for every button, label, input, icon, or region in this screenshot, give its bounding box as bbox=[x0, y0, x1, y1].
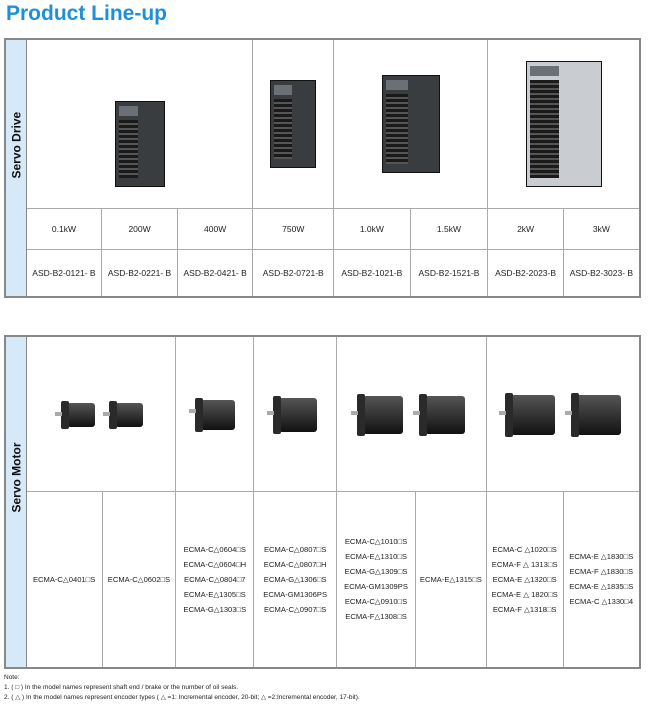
motor-model-cell: ECMA-C△0602□S bbox=[101, 490, 177, 669]
notes-heading: Note: bbox=[4, 674, 20, 681]
model-cell: ASD-B2-0221- B bbox=[101, 248, 178, 298]
motor-model: ECMA-F △1830□S bbox=[569, 567, 634, 577]
servo-motor-table: Servo Motor ECMA-C△0401□S ECMA-C△0602□S … bbox=[4, 335, 641, 669]
motor-model: ECMA-GM1309PS bbox=[344, 582, 408, 592]
motor-model: ECMA-E△1315□S bbox=[419, 574, 482, 584]
motor-model: ECMA-C△0401□S bbox=[32, 574, 96, 584]
servo-motor-image bbox=[55, 399, 96, 429]
servo-motor-image bbox=[564, 391, 623, 437]
servo-motor-image bbox=[351, 392, 405, 436]
motor-model: ECMA-C△0602□S bbox=[107, 574, 171, 584]
motor-model-cell: ECMA-C △1020□S ECMA-F △ 1313□S ECMA-E △132… bbox=[485, 490, 564, 669]
model-row: ASD-B2-0121- B ASD-B2-0221- B ASD-B2-042… bbox=[5, 248, 641, 298]
motor-model: ECMA-GM1306PS bbox=[263, 589, 328, 599]
motor-model: ECMA-F △ 1313□S bbox=[491, 559, 558, 569]
power-cell: 2kW bbox=[487, 207, 564, 250]
servo-drive-image bbox=[114, 100, 165, 187]
model-cell: ASD-B2-0421- B bbox=[176, 248, 254, 298]
notes: Note: 1. ( □ ) In the model names repres… bbox=[4, 673, 644, 703]
motor-model: ECMA-E △1830□S bbox=[569, 552, 634, 562]
motor-model: ECMA-C△0604□S bbox=[183, 544, 246, 554]
motor-model: ECMA-E △1320□S bbox=[492, 574, 557, 584]
motor-model-row: ECMA-C△0401□S ECMA-C△0602□S ECMA-C△0604□… bbox=[5, 490, 641, 669]
power-cell: 1.0kW bbox=[333, 207, 411, 250]
model-cell: ASD-B2-1021-B bbox=[333, 248, 411, 298]
motor-model: ECMA-C△0807□S bbox=[263, 544, 327, 554]
power-cell: 1.5kW bbox=[409, 207, 489, 250]
motor-model-cell: ECMA-E △1830□S ECMA-F △1830□S ECMA-E △1835… bbox=[562, 490, 641, 669]
motor-model: ECMA-F△1308□S bbox=[345, 612, 407, 622]
servo-motor-image bbox=[413, 392, 467, 436]
motor-image-cell bbox=[336, 335, 487, 492]
model-cell: ASD-B2-2023-B bbox=[487, 248, 564, 298]
motor-model: ECMA-F △1318□S bbox=[492, 604, 557, 614]
motor-model: ECMA-C △1020□S bbox=[492, 544, 557, 554]
motor-model: ECMA-C△0604□H bbox=[183, 559, 247, 569]
power-cell: 0.1kW bbox=[25, 207, 103, 250]
servo-motor-image bbox=[498, 391, 557, 437]
motor-model: ECMA-G△1303□S bbox=[183, 604, 247, 614]
servo-drive-image bbox=[525, 60, 602, 187]
motor-image-cell bbox=[25, 335, 177, 492]
servo-motor-image bbox=[188, 396, 237, 432]
motor-model: ECMA-C△0807□H bbox=[263, 559, 327, 569]
motor-image-cell bbox=[253, 335, 338, 492]
motor-model-cell: ECMA-C△0401□S bbox=[25, 490, 103, 669]
model-cell: ASD-B2-0121- B bbox=[25, 248, 103, 298]
motor-model-cell: ECMA-E△1315□S bbox=[414, 490, 487, 669]
note-2: 2. ( △ ) In the model names represent en… bbox=[4, 694, 360, 701]
page-title: Product Line-up bbox=[6, 2, 167, 25]
servo-drive-table: Servo Drive 0.1kW 200W 400W 750W 1.0kW 1… bbox=[4, 38, 641, 298]
model-cell: ASD-B2-3023- B bbox=[562, 248, 641, 298]
motor-model: ECMA-E△1305□S bbox=[183, 589, 246, 599]
servo-drive-label: Servo Drive bbox=[9, 111, 24, 179]
power-row: 0.1kW 200W 400W 750W 1.0kW 1.5kW 2kW 3kW bbox=[5, 207, 641, 250]
drive-image-1kw bbox=[333, 38, 489, 209]
motor-image-cell bbox=[175, 335, 255, 492]
motor-model: ECMA-G△1306□S bbox=[263, 574, 327, 584]
servo-motor-label-cell: Servo Motor bbox=[4, 335, 27, 669]
drive-image-750w bbox=[252, 38, 335, 209]
servo-drive-image bbox=[270, 79, 317, 168]
motor-model: ECMA-C△0907□S bbox=[263, 604, 327, 614]
motor-model: ECMA-C△1010□S bbox=[344, 537, 408, 547]
motor-model: ECMA-C△0804□7 bbox=[184, 574, 246, 584]
power-cell: 3kW bbox=[562, 207, 641, 250]
power-cell: 200W bbox=[101, 207, 178, 250]
servo-motor-image bbox=[267, 394, 319, 434]
power-cell: 750W bbox=[252, 207, 335, 250]
motor-model-cell: ECMA-C△0807□S ECMA-C△0807□H ECMA-G△1306□S E… bbox=[253, 490, 338, 669]
motor-image-cell bbox=[485, 335, 641, 492]
motor-model: ECMA-C △1330□4 bbox=[569, 597, 634, 607]
motor-model: ECMA-C△0910□S bbox=[344, 597, 408, 607]
drive-image-small bbox=[25, 38, 254, 209]
servo-motor-image bbox=[103, 399, 144, 429]
motor-model: ECMA-E △ 1820□S bbox=[491, 589, 558, 599]
model-cell: ASD-B2-1521-B bbox=[409, 248, 489, 298]
motor-model: ECMA-G△1309□S bbox=[344, 567, 408, 577]
motor-model: ECMA-E △1835□S bbox=[569, 582, 634, 592]
drive-image-2kw bbox=[487, 38, 641, 209]
servo-motor-label: Servo Motor bbox=[9, 442, 24, 513]
power-cell: 400W bbox=[176, 207, 254, 250]
servo-drive-image bbox=[381, 74, 440, 173]
model-cell: ASD-B2-0721-B bbox=[252, 248, 335, 298]
motor-model-cell: ECMA-C△1010□S ECMA-E△1310□S ECMA-G△1309□S E… bbox=[336, 490, 416, 669]
note-1: 1. ( □ ) In the model names represent sh… bbox=[4, 684, 239, 691]
motor-model: ECMA-E△1310□S bbox=[345, 552, 407, 562]
servo-drive-label-cell: Servo Drive bbox=[4, 38, 27, 298]
